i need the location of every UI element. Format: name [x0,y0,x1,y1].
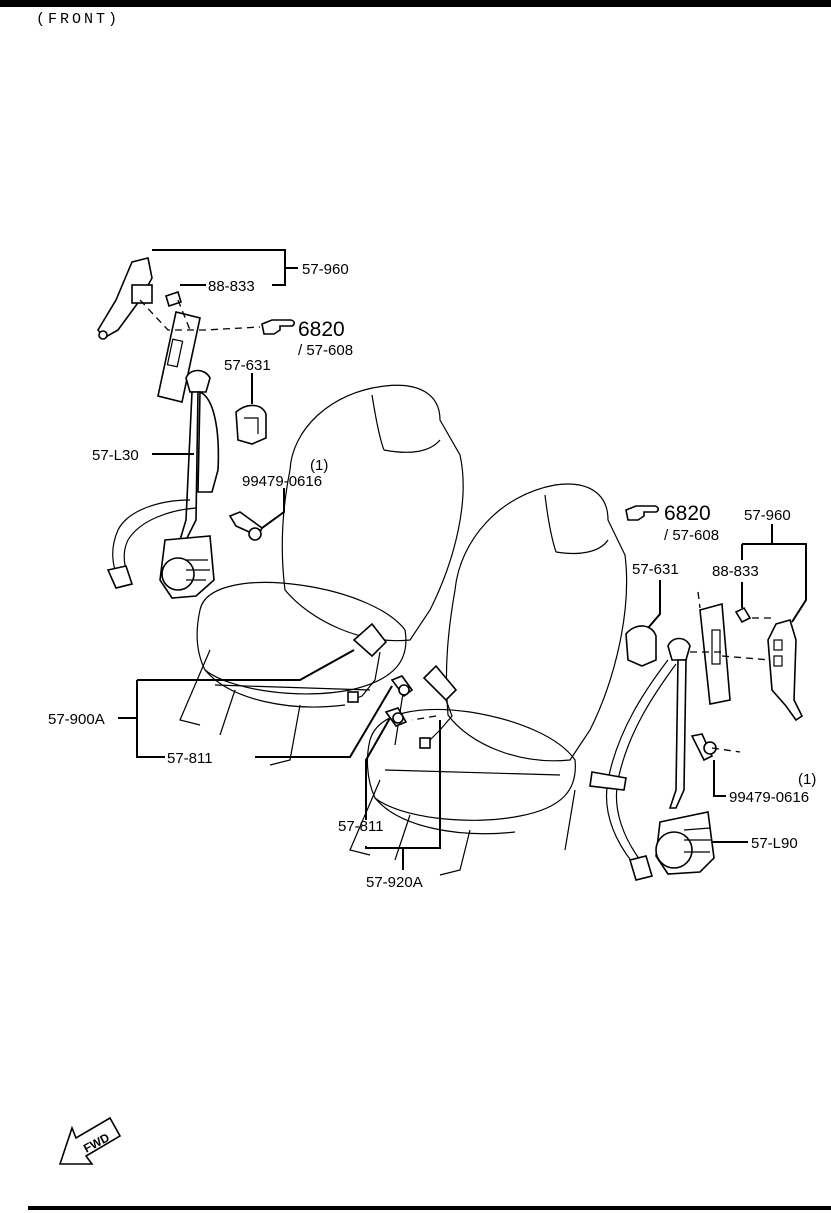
label-left-57-900A: 57-900A [48,711,105,728]
pointing-hand-icon [625,505,659,521]
right-belt-assembly [589,591,804,881]
pointing-hand-icon [261,319,295,335]
label-right-88-833: 88-833 [712,563,759,580]
leader-lines [118,249,807,870]
label-right-6820: 6820 [664,502,711,525]
label-right-qty: (1) [798,771,816,788]
label-right-99479-0616: 99479-0616 [729,789,809,806]
center-buckle-assembly [384,664,458,749]
label-left-57-631: 57-631 [224,357,271,374]
label-left-99479-0616: 99479-0616 [242,473,322,490]
left-seat [179,384,464,766]
fwd-arrow-icon: FWD [58,1116,122,1165]
right-adjuster-plate [699,602,731,705]
label-right-57-608: / 57-608 [664,527,719,544]
label-right-57-960: 57-960 [744,507,791,524]
view-label: (FRONT) [36,11,121,28]
label-left-57-608: / 57-608 [298,342,353,359]
right-cover-57-631 [625,625,657,667]
center-buckle-57-920A [422,664,458,702]
label-left-57-L30: 57-L30 [92,447,139,464]
left-shoulder-anchor [97,257,153,340]
label-left-6820: 6820 [298,318,345,341]
right-seat [349,483,628,876]
left-bolt-88-833 [165,290,182,308]
top-border [0,0,831,7]
label-left-57-960: 57-960 [302,261,349,278]
right-shoulder-anchor [767,619,804,722]
left-belt-assembly [97,257,414,703]
bottom-border [28,1206,831,1210]
left-buckle-57-900A [352,622,388,658]
label-left-57-811: 57-811 [167,750,213,767]
label-center-57-811: 57-811 [338,818,384,835]
left-cover-57-631 [235,404,267,445]
label-center-57-920A: 57-920A [366,874,423,891]
right-bolt-88-833 [734,606,752,624]
label-left-88-833: 88-833 [208,278,255,295]
label-right-57-L90: 57-L90 [751,835,798,852]
label-left-qty: (1) [310,457,328,474]
label-right-57-631: 57-631 [632,561,679,578]
